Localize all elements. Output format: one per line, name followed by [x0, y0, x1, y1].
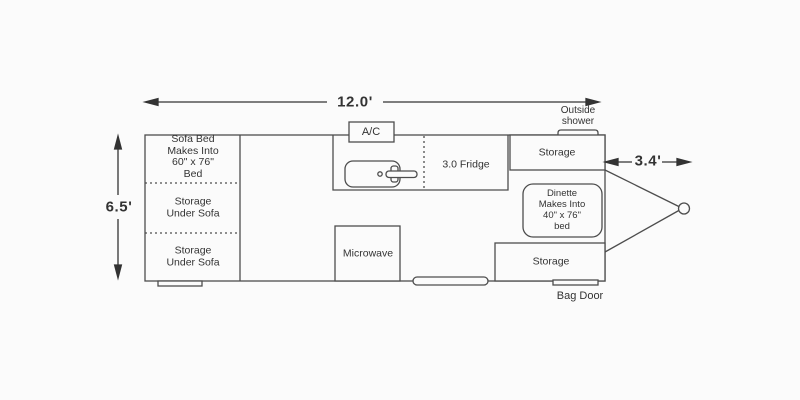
- hitch-tongue-upper-bar: [604, 169, 680, 208]
- bag-door-marker: [552, 279, 599, 286]
- kitchen-counter-outline: [332, 135, 509, 191]
- outside-shower-label: Outside shower: [560, 105, 596, 127]
- arrow-up-icon: [113, 133, 123, 150]
- arrow-right-icon: [585, 97, 602, 107]
- tongue-dimension-line: [602, 157, 693, 167]
- storage-under-sofa-top-label: Storage Under Sofa: [166, 195, 220, 219]
- storage-under-sofa-bottom-label: Storage Under Sofa: [166, 244, 220, 268]
- microwave-box: [334, 225, 401, 282]
- hitch-coupler-icon: [677, 202, 691, 215]
- hitch-tongue: [604, 169, 691, 253]
- fridge-label: 3.0 Fridge: [442, 158, 490, 171]
- outside-shower-bump: [557, 129, 599, 135]
- sink-drain-icon: [377, 171, 383, 177]
- storage-curbside-top-box: [509, 134, 606, 171]
- hitch-tongue-lower-bar: [604, 209, 680, 253]
- storage-curbside-bottom-label: Storage: [532, 255, 570, 268]
- bag-door-label: Bag Door: [556, 290, 604, 302]
- ac-unit-box: [348, 121, 395, 143]
- dinette-booth-outline: [522, 183, 603, 238]
- storage-curbside-top-label: Storage: [538, 146, 576, 159]
- dinette-label: Dinette Makes Into 40" x 76" bed: [538, 188, 586, 232]
- sofa-bed-label: Sofa Bed Makes Into 60" x 76" Bed: [167, 133, 219, 180]
- arrow-left-icon: [602, 157, 619, 167]
- microwave-label: Microwave: [342, 247, 394, 260]
- length-dimension-label: 12.0': [337, 93, 373, 111]
- sink-icon: [344, 160, 418, 188]
- step-marker: [157, 280, 203, 287]
- arrow-right-icon: [676, 157, 693, 167]
- arrow-down-icon: [113, 264, 123, 281]
- tongue-dimension-label: 3.4': [634, 152, 662, 170]
- length-dimension-line: [142, 97, 602, 107]
- storage-curbside-bottom-box: [494, 242, 606, 282]
- arrow-left-icon: [142, 97, 159, 107]
- width-dimension-label: 6.5': [105, 198, 133, 216]
- entry-door-marker: [412, 276, 489, 286]
- faucet-handle-icon: [385, 170, 418, 179]
- width-dimension-line: [113, 133, 123, 281]
- ac-unit-label: A/C: [361, 126, 381, 138]
